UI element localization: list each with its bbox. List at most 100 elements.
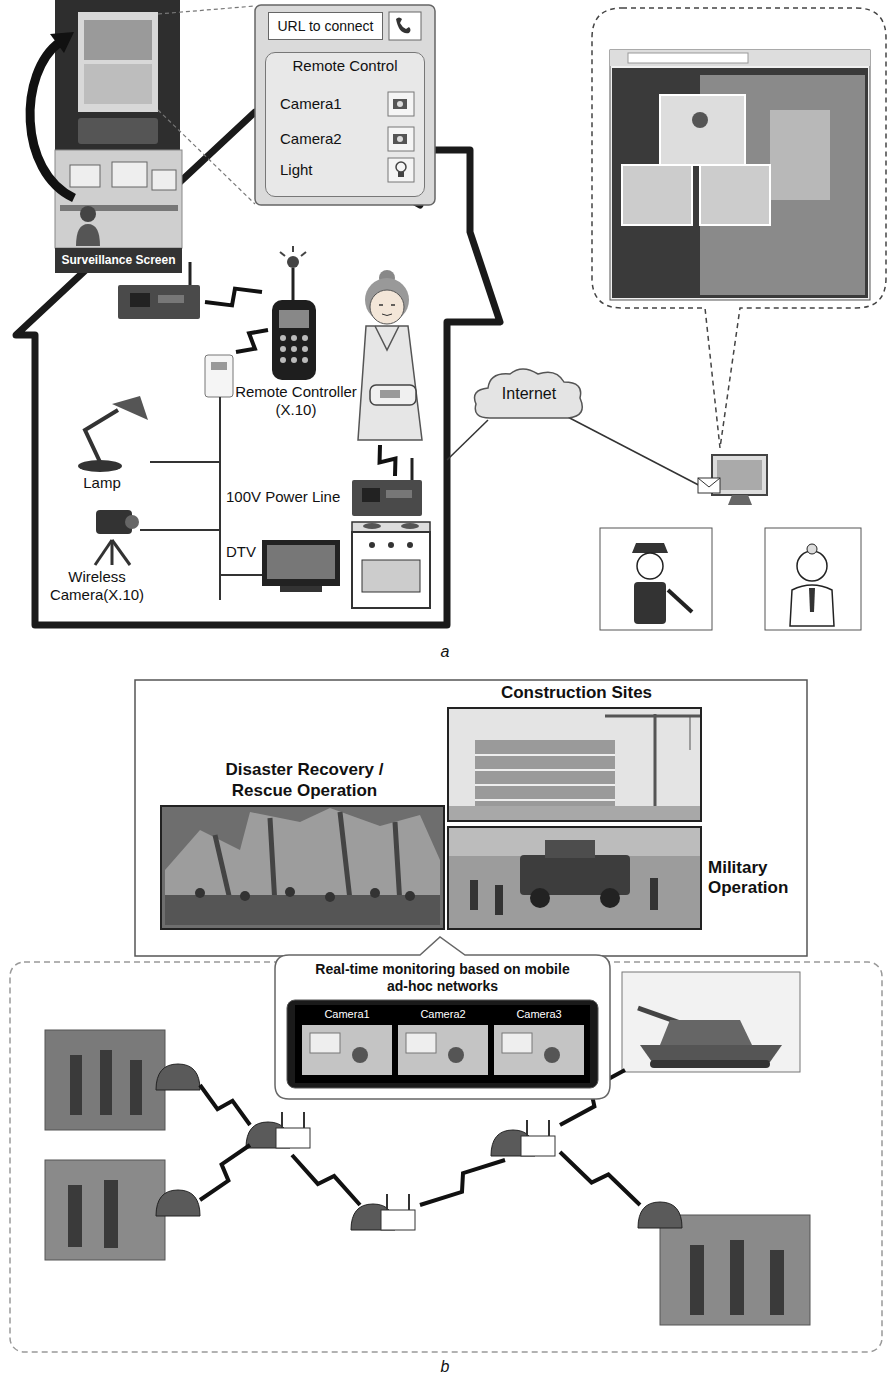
camera-button-icon [393,134,407,144]
photo-panel: Military Operation [447,826,702,930]
monitor-icon [698,478,720,493]
doctor-figure [809,588,815,612]
caption-bar: Surveillance Screen [55,248,182,273]
wireless-camera-icon [95,510,139,565]
x10-module [205,355,233,397]
police-figure [600,528,712,630]
soldier-photo [45,1160,165,1260]
tank-photo [622,972,800,1072]
wireless-bolt [236,330,268,352]
camera-button-icon [388,127,414,151]
cloud-text: Internet [502,384,556,403]
disaster-photo [370,888,380,898]
x10-module [211,362,227,370]
soldier-photo [660,1215,810,1325]
soldier-photo [770,1250,784,1315]
wireless-bolt [205,289,262,306]
device-label: Remote Controller (X.10) [232,383,360,419]
soldier-photo [130,1060,142,1115]
device-label: Lamp [72,474,132,492]
tablet-screen [287,1000,598,1088]
soldier-photo [104,1180,118,1248]
wireless-bolt [380,445,396,476]
soldier-photo [730,1240,744,1315]
military-photo [447,826,702,930]
camera-button-icon [397,101,403,107]
wireless-board [386,490,412,498]
elderly-woman [370,385,416,405]
router-node [303,1112,305,1128]
router-node [386,1194,388,1210]
control-panel [255,5,435,205]
router-node [246,1112,555,1230]
police-figure [637,553,663,579]
elderly-woman [379,304,383,306]
surveillance-photo [80,206,96,222]
wireless-board [352,480,422,516]
tv-icon [280,586,322,592]
wireless-board [130,293,150,307]
wireless-camera-icon [112,540,130,565]
doctor-figure [797,551,827,581]
zoom-lines [158,6,255,14]
light-button-icon [396,162,406,172]
tv-icon [262,540,340,592]
button-label: Camera2 [280,130,375,148]
disaster-photo [285,887,295,897]
group-heading: Remote Control [270,57,420,75]
router-node [526,1120,528,1136]
wireless-bolt [292,1155,360,1205]
power-line [140,529,220,531]
lamp-icon [85,410,118,462]
phone-photo [84,64,152,104]
panel-title: Disaster Recovery / Rescue Operation [195,760,415,801]
device-label: DTV [226,543,260,561]
elderly-woman [380,390,400,398]
power-line [220,574,262,576]
military-photo [470,880,478,910]
control-panel [255,5,435,205]
monitor-icon [717,460,762,490]
stove-icon [388,542,394,548]
remote-controller [280,357,286,363]
panel-title: Construction Sites [449,683,704,703]
stove-icon [363,523,381,529]
wireless-bolt [200,1145,250,1200]
remote-controller [280,252,285,256]
wireless-camera-icon [95,540,112,565]
disaster-photo [215,812,400,905]
router-node [381,1210,415,1230]
military-photo [495,885,503,915]
surveillance-photo [112,162,147,187]
phone-photo [55,0,180,152]
police-figure [634,582,666,624]
soldier-photo [690,1245,704,1315]
disaster-photo [240,891,250,901]
remote-controller [272,246,316,380]
military-photo [600,888,620,908]
button-label: Light [280,161,375,179]
panel-title: Military Operation [708,858,796,899]
curved-arrow [50,32,74,53]
phone-photo [55,0,180,152]
wireless-board [118,262,422,516]
construction-photo [447,707,702,822]
bubble-shape [275,937,610,1099]
wireless-board [362,488,380,502]
soldier-photo [68,1185,82,1247]
disaster-photo [195,888,205,898]
remote-controller [292,268,295,300]
elderly-woman [370,290,404,324]
helmet-icon [156,1064,200,1090]
phone-photo [84,20,152,60]
network-line [562,414,712,492]
police-figure [600,528,712,630]
curved-arrow [30,32,74,198]
browser-callout [628,53,748,63]
monitor-icon [728,495,752,505]
police-figure [632,543,668,553]
